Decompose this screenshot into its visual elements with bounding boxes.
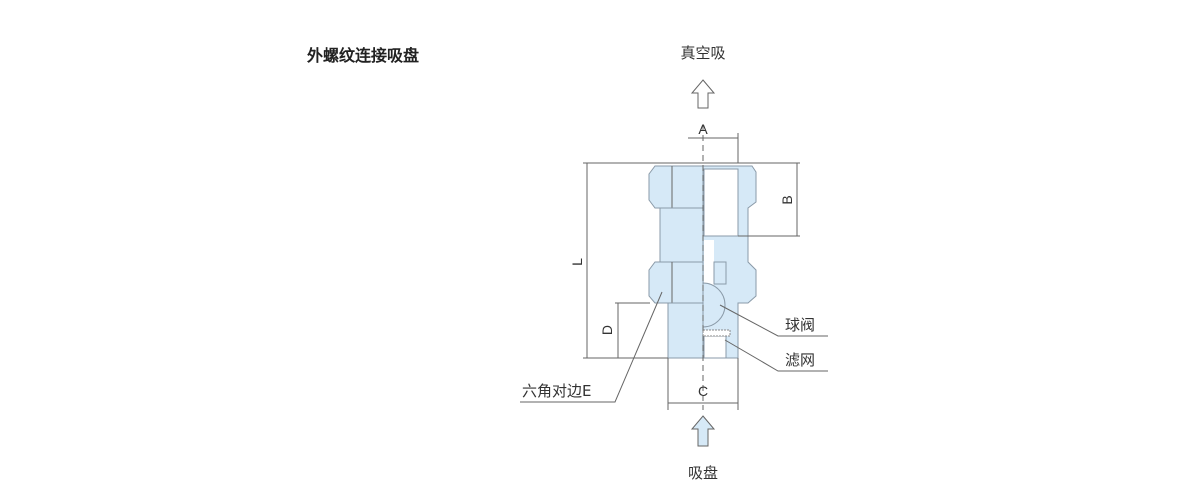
dimension-b: B [779,195,795,204]
ball-valve [702,282,726,328]
dimension-a: A [698,121,708,137]
vacuum-label: 真空吸 [680,44,725,62]
dimension-l: L [569,258,585,266]
filter-label: 滤网 [785,351,815,369]
hex-across-flats-label: 六角对边E [522,382,591,400]
fitting-body [648,165,757,359]
filter-mesh [702,329,731,337]
dimension-c: C [698,383,708,399]
diagram-title: 外螺纹连接吸盘 [307,46,420,65]
up-arrow-icon [690,79,716,109]
dimension-d: D [599,325,615,335]
up-arrow-icon [690,415,716,447]
ball-valve-label: 球阀 [785,316,815,334]
suction-cup-label: 吸盘 [688,464,718,482]
